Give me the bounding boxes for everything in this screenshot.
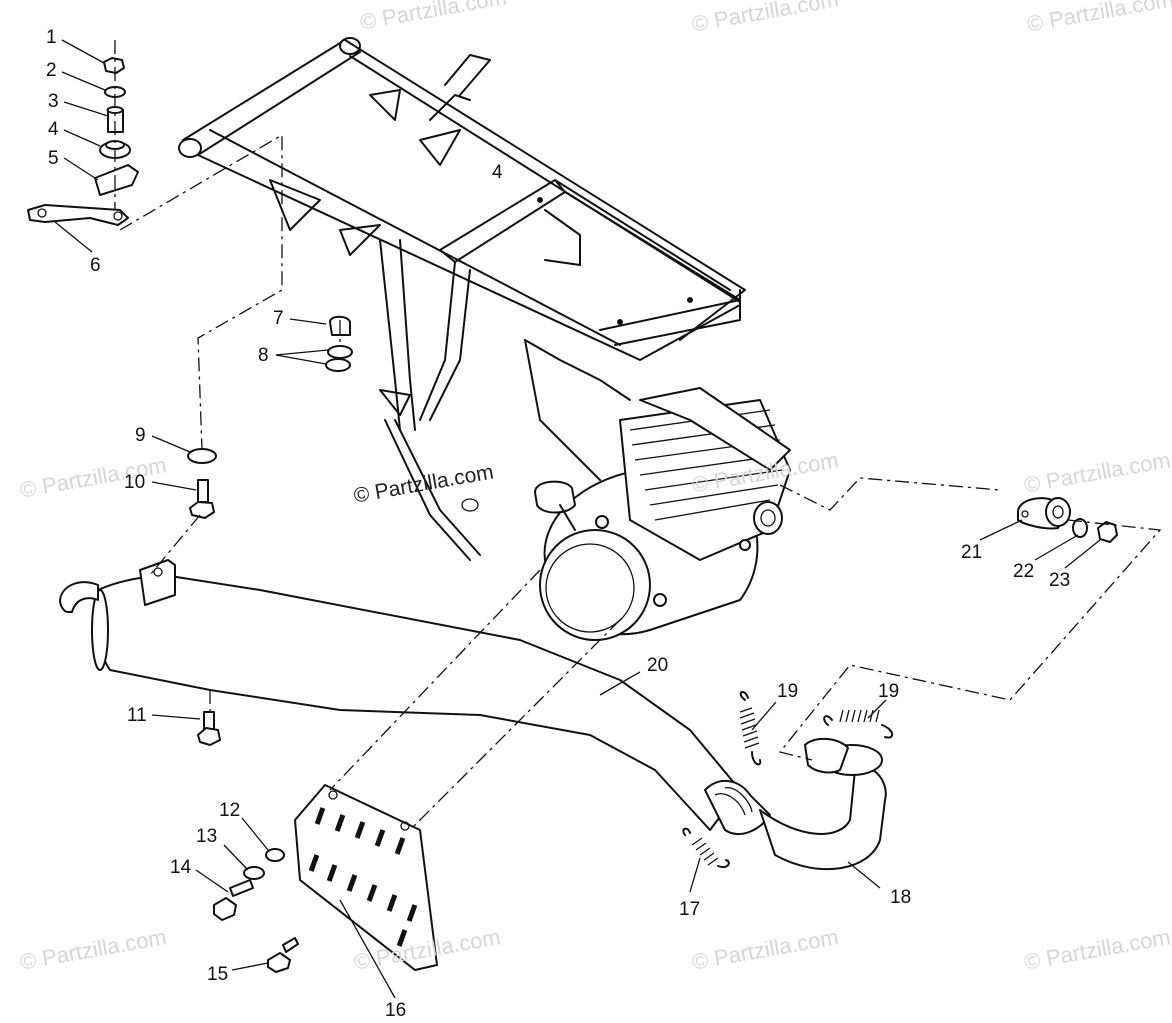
- head-pipe-drawing: [759, 737, 887, 871]
- callout-12: 12: [219, 800, 241, 821]
- callout-20: 20: [647, 655, 669, 676]
- callout-21: 21: [961, 542, 983, 563]
- spring-drawing: [682, 691, 894, 869]
- callout-15: 15: [207, 964, 229, 985]
- callout-16: 16: [385, 1000, 407, 1021]
- frame-chassis-drawing: [178, 37, 746, 561]
- callout-19: 19: [878, 681, 900, 702]
- callout-3: 3: [48, 91, 59, 112]
- callout-4: 4: [48, 119, 59, 140]
- muffler-drawing: [59, 559, 771, 835]
- callout-4: 4: [492, 162, 503, 183]
- callout-5: 5: [48, 148, 59, 169]
- callout-10: 10: [124, 472, 146, 493]
- callout-18: 18: [890, 887, 912, 908]
- callout-13: 13: [196, 826, 218, 847]
- callout-19: 19: [777, 681, 799, 702]
- callout-23: 23: [1049, 570, 1071, 591]
- assembly-lines: [114, 40, 1162, 831]
- heat-shield-drawing: [294, 784, 438, 971]
- callout-14: 14: [170, 857, 192, 878]
- callout-8: 8: [258, 345, 269, 366]
- callout-11: 11: [127, 705, 147, 726]
- callout-2: 2: [46, 60, 57, 81]
- callout-9: 9: [135, 425, 146, 446]
- callout-22: 22: [1013, 561, 1035, 582]
- callout-6: 6: [90, 255, 101, 276]
- engine-drawing: [534, 387, 791, 641]
- callout-1: 1: [46, 27, 57, 48]
- callout-17: 17: [679, 899, 701, 920]
- callout-7: 7: [273, 308, 284, 329]
- leader-lines: [54, 39, 1101, 999]
